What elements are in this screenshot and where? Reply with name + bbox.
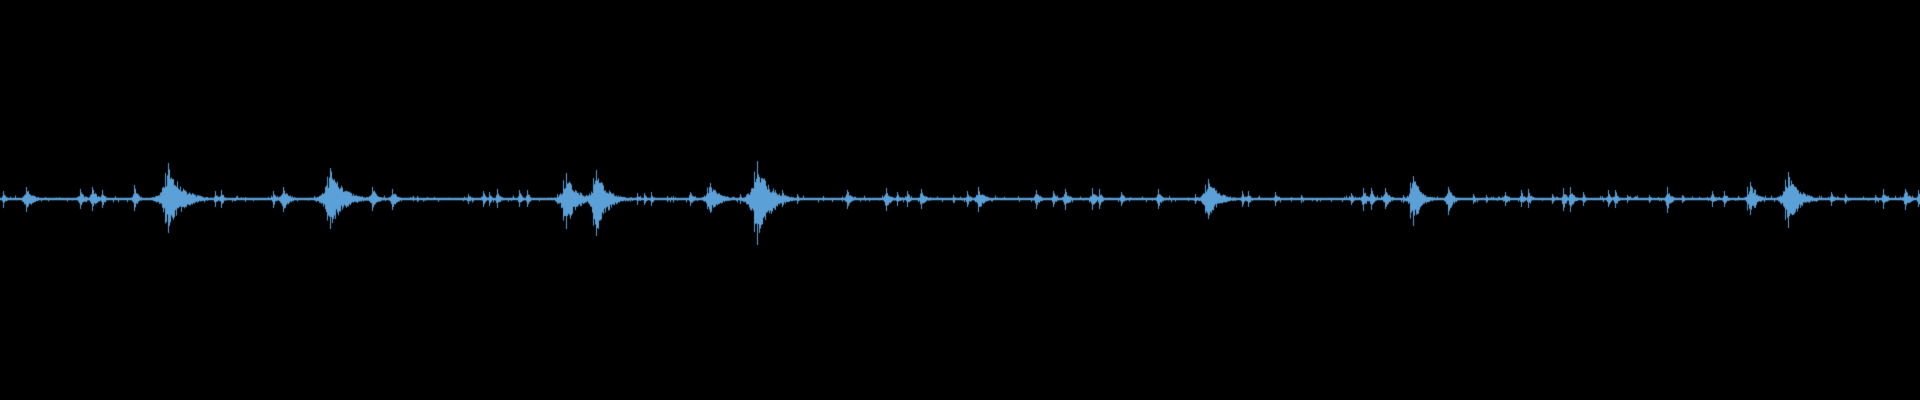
waveform-player	[0, 0, 1920, 400]
audio-waveform-canvas[interactable]	[0, 0, 1920, 400]
